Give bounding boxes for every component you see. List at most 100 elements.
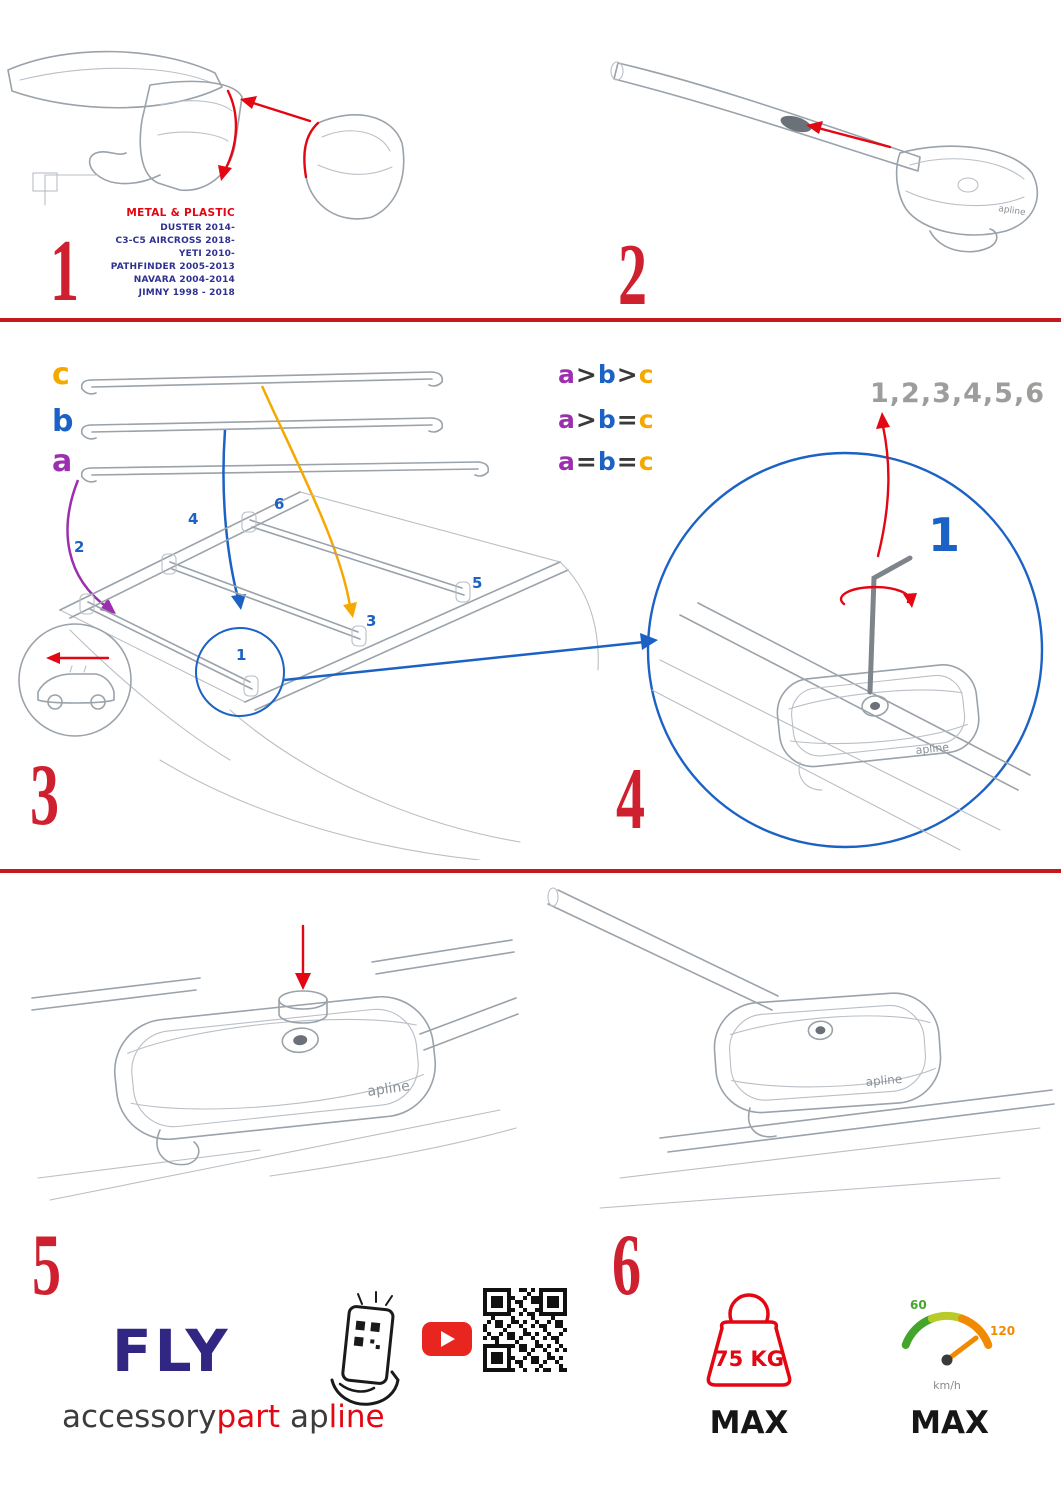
position-2: 2 <box>74 538 85 556</box>
arrow-b <box>222 429 240 599</box>
product-logo: apline <box>366 1078 411 1100</box>
product-logo: apline <box>915 741 950 757</box>
model-item: PATHFINDER 2005-2013 <box>110 262 235 273</box>
zoom-arrow <box>283 640 645 682</box>
sequence-highlight: 1 <box>928 508 961 562</box>
product-logo: apline <box>865 1072 903 1089</box>
zoom-circle <box>646 451 1044 849</box>
formula-letter-c: c <box>638 447 655 476</box>
step3-number: 3 <box>30 747 60 844</box>
bar-label-a: a <box>52 444 73 479</box>
material-label: METAL & PLASTIC <box>126 207 235 219</box>
scan-qr-hand-icon <box>330 1291 400 1406</box>
wordmark-part: part <box>216 1399 281 1435</box>
max-speed-icon: 60 120 km/h <box>901 1298 1015 1392</box>
model-item: YETI 2010- <box>178 249 235 260</box>
sequence-arrow <box>876 424 890 558</box>
step1-diagram <box>7 50 405 220</box>
bar-label-c: c <box>52 357 70 392</box>
tightening-sequence: 1,2,3,4,5,6 <box>870 378 1046 409</box>
brand-wordmark: accessorypart apline <box>62 1402 385 1433</box>
section-divider-1 <box>0 318 1061 322</box>
formula-letter-c: c <box>638 405 655 434</box>
bar-b <box>80 417 444 440</box>
position-1: 1 <box>236 646 247 664</box>
formula-letter-c: c <box>638 360 655 389</box>
roof-bar-front <box>87 601 253 690</box>
foot-body <box>776 664 980 768</box>
clamp-claw <box>88 151 161 185</box>
model-item: C3-C5 AIRCROSS 2018- <box>115 236 235 247</box>
step5-number: 5 <box>32 1217 62 1314</box>
speed-high-label: 120 <box>990 1324 1015 1338</box>
spacing-formula-1: a>b>c <box>558 362 655 387</box>
formula-op: = <box>616 405 639 434</box>
formula-letter-b: b <box>597 360 617 389</box>
step1-compatibility: METAL & PLASTIC DUSTER 2014- C3-C5 AIRCR… <box>105 207 235 300</box>
foot-body <box>139 80 243 192</box>
right-rail <box>244 561 569 711</box>
arrow-c <box>260 385 352 607</box>
wordmark-accessory: accessory <box>62 1399 217 1435</box>
rail-left <box>31 977 201 1011</box>
position-6: 6 <box>274 495 285 513</box>
step5-diagram: apline <box>31 924 519 1201</box>
clamp-claw <box>929 228 998 253</box>
product-name: FLY <box>112 1317 231 1385</box>
model-item: JIMNY 1998 - 2018 <box>138 288 235 299</box>
weight-max-label: MAX <box>709 1405 789 1441</box>
clamp-claw <box>156 1129 200 1166</box>
model-item: NAVARA 2004-2014 <box>133 275 235 286</box>
position1-callout-circle <box>195 627 285 717</box>
roof-outline <box>58 491 562 703</box>
step3-diagram <box>18 371 658 860</box>
step6-number: 6 <box>612 1217 642 1314</box>
spacing-formula-3: a=b=c <box>558 449 655 474</box>
rail <box>659 1089 1055 1153</box>
formula-letter-b: b <box>597 405 617 434</box>
formula-op: > <box>575 405 598 434</box>
rail-right <box>371 939 515 975</box>
crossbar <box>613 62 921 172</box>
crossbar <box>547 889 779 1011</box>
bar-c <box>80 371 444 395</box>
max-weight-icon: 75 KG <box>706 1293 792 1387</box>
step2-diagram: apline <box>610 61 1039 253</box>
formula-letter-a: a <box>558 447 576 476</box>
youtube-icon <box>422 1322 472 1356</box>
product-logo: apline <box>998 204 1027 218</box>
position-4: 4 <box>188 510 199 528</box>
section-divider-2 <box>0 869 1061 873</box>
formula-letter-a: a <box>558 405 576 434</box>
left-rail <box>59 491 309 619</box>
roof-bar-rear <box>249 519 465 596</box>
locking-knob <box>278 990 328 1024</box>
bar-label-b: b <box>52 404 74 439</box>
formula-op: > <box>575 360 598 389</box>
foot-body <box>895 145 1039 236</box>
step4-diagram: apline <box>646 412 1044 851</box>
clamp-claw <box>747 1107 777 1138</box>
spacing-formula-2: a>b=c <box>558 407 655 432</box>
formula-letter-b: b <box>597 447 617 476</box>
formula-letter-a: a <box>558 360 576 389</box>
position-5: 5 <box>472 574 483 592</box>
foot-body <box>713 992 942 1114</box>
qr-code <box>483 1288 567 1372</box>
speed-low-label: 60 <box>910 1298 927 1312</box>
step1-number: 1 <box>50 223 80 320</box>
speed-max-label: MAX <box>910 1405 989 1441</box>
bar-a <box>80 461 490 483</box>
position-3: 3 <box>366 612 377 630</box>
bar-slot <box>780 115 812 133</box>
step2-number: 2 <box>618 227 648 324</box>
formula-op: = <box>575 447 598 476</box>
crossbar-profile <box>7 50 223 109</box>
foot-body <box>113 995 437 1141</box>
weight-value: 75 KG <box>714 1347 784 1371</box>
speed-unit-label: km/h <box>933 1379 961 1392</box>
formula-op: = <box>616 447 639 476</box>
model-list: DUSTER 2014- C3-C5 AIRCROSS 2018- YETI 2… <box>105 222 235 300</box>
crossbar <box>419 997 519 1051</box>
